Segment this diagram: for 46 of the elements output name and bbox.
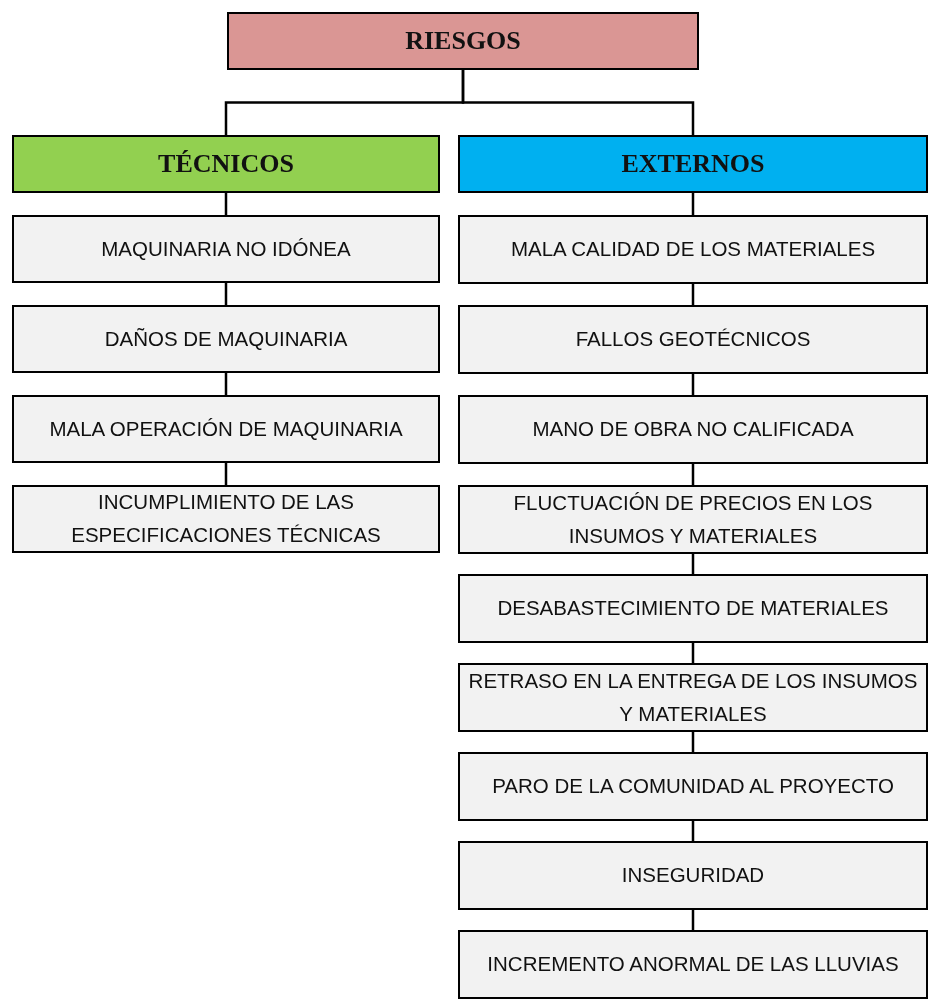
category-box bbox=[227, 12, 699, 70]
risk-box bbox=[458, 485, 928, 554]
box-label: FALLOS GEOTÉCNICOS bbox=[574, 326, 812, 353]
box-label: FLUCTUACIÓN DE PRECIOS EN LOS INSUMOS Y MATERIALES bbox=[512, 489, 874, 549]
connector-line bbox=[461, 70, 695, 135]
box-label: MALA CALIDAD DE LOS MATERIALES bbox=[509, 236, 877, 263]
risk-box bbox=[458, 663, 928, 732]
connector-line bbox=[224, 373, 228, 395]
connector-line bbox=[224, 283, 228, 305]
risk-box bbox=[458, 574, 928, 643]
connector-line bbox=[691, 643, 695, 663]
risk-box bbox=[458, 305, 928, 374]
box-label: EXTERNOS bbox=[621, 149, 765, 179]
connector-line bbox=[691, 284, 695, 305]
box-label: MAQUINARIA NO IDÓNEA bbox=[100, 235, 352, 262]
risk-box bbox=[458, 215, 928, 284]
connector-line bbox=[691, 910, 695, 930]
connector-line bbox=[691, 732, 695, 752]
box-label: DESABASTECIMIENTO DE MATERIALES bbox=[496, 595, 890, 622]
connector-line bbox=[224, 463, 228, 485]
category-box bbox=[458, 135, 928, 193]
risk-box bbox=[12, 215, 440, 283]
box-label: PARO DE LA COMUNIDAD AL PROYECTO bbox=[491, 773, 895, 800]
risk-box bbox=[12, 305, 440, 373]
risk-box bbox=[458, 752, 928, 821]
risk-box bbox=[12, 395, 440, 463]
box-label: INCREMENTO ANORMAL DE LAS LLUVIAS bbox=[486, 951, 900, 978]
category-box bbox=[12, 135, 440, 193]
box-label: DAÑOS DE MAQUINARIA bbox=[103, 325, 349, 352]
box-label: TÉCNICOS bbox=[158, 149, 294, 179]
connector-line bbox=[691, 374, 695, 395]
box-label: MALA OPERACIÓN DE MAQUINARIA bbox=[48, 415, 404, 442]
risk-box bbox=[458, 841, 928, 910]
connector-line bbox=[691, 821, 695, 841]
risk-box bbox=[12, 485, 440, 553]
box-label: RIESGOS bbox=[405, 26, 521, 56]
connector-line bbox=[691, 464, 695, 485]
box-label: MANO DE OBRA NO CALIFICADA bbox=[531, 416, 855, 443]
risk-box bbox=[458, 930, 928, 999]
connector-line bbox=[691, 193, 695, 215]
connector-line bbox=[691, 554, 695, 574]
box-label: INCUMPLIMIENTO DE LAS ESPECIFICACIONES TÉCNICAS bbox=[70, 489, 382, 548]
box-label: INSEGURIDAD bbox=[620, 862, 766, 889]
connector-line bbox=[224, 193, 228, 215]
risk-box bbox=[458, 395, 928, 464]
box-label: RETRASO EN LA ENTREGA DE LOS INSUMOS Y MATERIALES bbox=[467, 667, 919, 727]
